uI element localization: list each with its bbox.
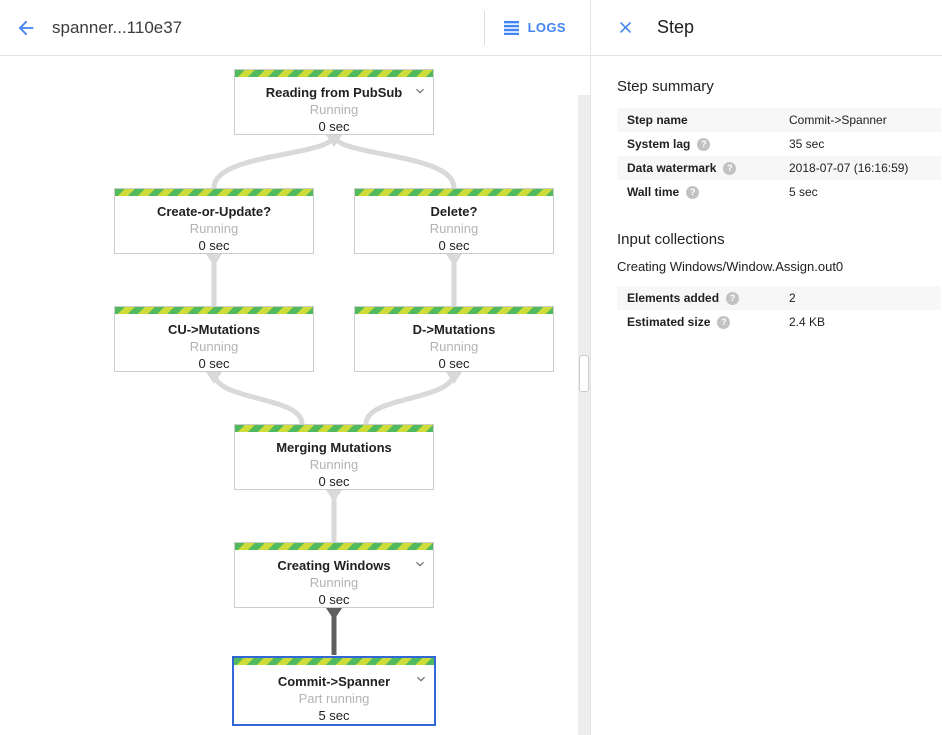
node-time: 0 sec [198, 356, 230, 371]
header-divider [483, 10, 485, 45]
row-label: Wall time ? [617, 185, 789, 199]
chevron-down-icon[interactable] [412, 556, 428, 572]
back-button[interactable] [6, 8, 46, 48]
job-header: spanner...110e37 LOGS [0, 0, 591, 55]
job-title: spanner...110e37 [52, 17, 183, 37]
table-row: System lag ? 35 sec [617, 132, 941, 156]
node-title: Create-or-Update? [156, 204, 272, 219]
arrow-left-icon [18, 20, 34, 35]
step-panel-header: Step [591, 0, 942, 55]
node-status: Running [189, 339, 239, 354]
panel-divider [578, 56, 591, 735]
node-status: Running [189, 221, 239, 236]
help-icon[interactable]: ? [686, 185, 700, 199]
row-label: Step name [617, 113, 789, 127]
row-label-text: Wall time [627, 185, 680, 199]
row-label-text: Data watermark [627, 161, 717, 175]
row-value: 2018-07-07 (16:16:59) [789, 161, 909, 175]
row-label: Elements added ? [617, 291, 789, 305]
progress-stripe-bar [355, 307, 553, 314]
node-time: 5 sec [318, 708, 350, 723]
table-row: Elements added ? 2 [617, 286, 941, 310]
divider-track [578, 95, 590, 735]
node-title: D->Mutations [412, 322, 496, 337]
node-title: Reading from PubSub [265, 85, 403, 100]
progress-stripe-bar [235, 425, 433, 432]
node-title: Creating Windows [277, 558, 391, 573]
node-status: Running [309, 457, 359, 472]
node-time: 0 sec [318, 119, 350, 134]
divider-drag-handle[interactable] [579, 355, 589, 392]
help-icon[interactable]: ? [717, 315, 731, 329]
node-status: Running [309, 102, 359, 117]
node-title: Delete? [430, 204, 478, 219]
node-time: 0 sec [318, 474, 350, 489]
row-label: Data watermark ? [617, 161, 789, 175]
logs-button-label: LOGS [527, 20, 566, 35]
node-time: 0 sec [438, 238, 470, 253]
table-row: Step name Commit->Spanner [617, 108, 941, 132]
help-icon[interactable]: ? [723, 161, 737, 175]
row-label-text: System lag [627, 137, 691, 151]
progress-stripe-bar [234, 658, 434, 665]
table-row: Estimated size ? 2.4 KB [617, 310, 941, 334]
progress-stripe-bar [355, 189, 553, 196]
progress-stripe-bar [115, 307, 313, 314]
input-collection-name: Creating Windows/Window.Assign.out0 [617, 259, 844, 274]
chevron-down-icon[interactable] [413, 671, 429, 687]
input-collections-table: Elements added ? 2 Estimated size ? 2.4 … [617, 286, 941, 334]
step-summary-heading: Step summary [617, 78, 714, 95]
graph-node-merging-mutations[interactable]: Merging Mutations Running 0 sec [234, 424, 434, 490]
graph-node-commit-spanner-selected[interactable]: Commit->Spanner Part running 5 sec [232, 656, 436, 726]
app-header: spanner...110e37 LOGS Step [0, 0, 942, 56]
progress-stripe-bar [115, 189, 313, 196]
panel-title: Step [657, 17, 695, 37]
node-title: CU->Mutations [167, 322, 261, 337]
row-label-text: Step name [627, 113, 688, 127]
row-label: Estimated size ? [617, 315, 789, 329]
node-time: 0 sec [318, 592, 350, 607]
page-body: Reading from PubSub Running 0 sec Create… [0, 56, 942, 735]
row-label: System lag ? [617, 137, 789, 151]
node-time: 0 sec [438, 356, 470, 371]
node-time: 0 sec [198, 238, 230, 253]
node-status: Part running [298, 691, 370, 706]
pipeline-graph: Reading from PubSub Running 0 sec Create… [0, 56, 578, 735]
table-row: Data watermark ? 2018-07-07 (16:16:59) [617, 156, 941, 180]
graph-node-cu-mutations[interactable]: CU->Mutations Running 0 sec [114, 306, 314, 372]
row-value: Commit->Spanner [789, 113, 887, 127]
progress-stripe-bar [235, 70, 433, 77]
graph-node-reading-from-pubsub[interactable]: Reading from PubSub Running 0 sec [234, 69, 434, 135]
node-title: Commit->Spanner [277, 674, 391, 689]
close-icon [619, 21, 631, 34]
row-label-text: Elements added [627, 291, 720, 305]
node-title: Merging Mutations [276, 440, 392, 455]
graph-node-creating-windows[interactable]: Creating Windows Running 0 sec [234, 542, 434, 608]
graph-node-d-mutations[interactable]: D->Mutations Running 0 sec [354, 306, 554, 372]
close-panel-button[interactable] [607, 10, 643, 46]
logs-list-icon [503, 20, 519, 35]
row-value: 5 sec [789, 185, 818, 199]
help-icon[interactable]: ? [697, 137, 711, 151]
logs-button[interactable]: LOGS [485, 0, 590, 55]
graph-node-delete[interactable]: Delete? Running 0 sec [354, 188, 554, 254]
row-value: 2 [789, 291, 796, 305]
node-status: Running [309, 575, 359, 590]
graph-node-create-or-update[interactable]: Create-or-Update? Running 0 sec [114, 188, 314, 254]
progress-stripe-bar [235, 543, 433, 550]
pipeline-edges [206, 134, 462, 655]
help-icon[interactable]: ? [726, 291, 740, 305]
input-collections-heading: Input collections [617, 231, 725, 248]
step-summary-table: Step name Commit->Spanner System lag ? 3… [617, 108, 941, 204]
chevron-down-icon[interactable] [412, 83, 428, 99]
table-row: Wall time ? 5 sec [617, 180, 941, 204]
node-status: Running [429, 339, 479, 354]
node-status: Running [429, 221, 479, 236]
row-label-text: Estimated size [627, 315, 711, 329]
row-value: 35 sec [789, 137, 825, 151]
row-value: 2.4 KB [789, 315, 826, 329]
step-detail-panel: Step summary Step name Commit->Spanner S… [591, 56, 941, 735]
